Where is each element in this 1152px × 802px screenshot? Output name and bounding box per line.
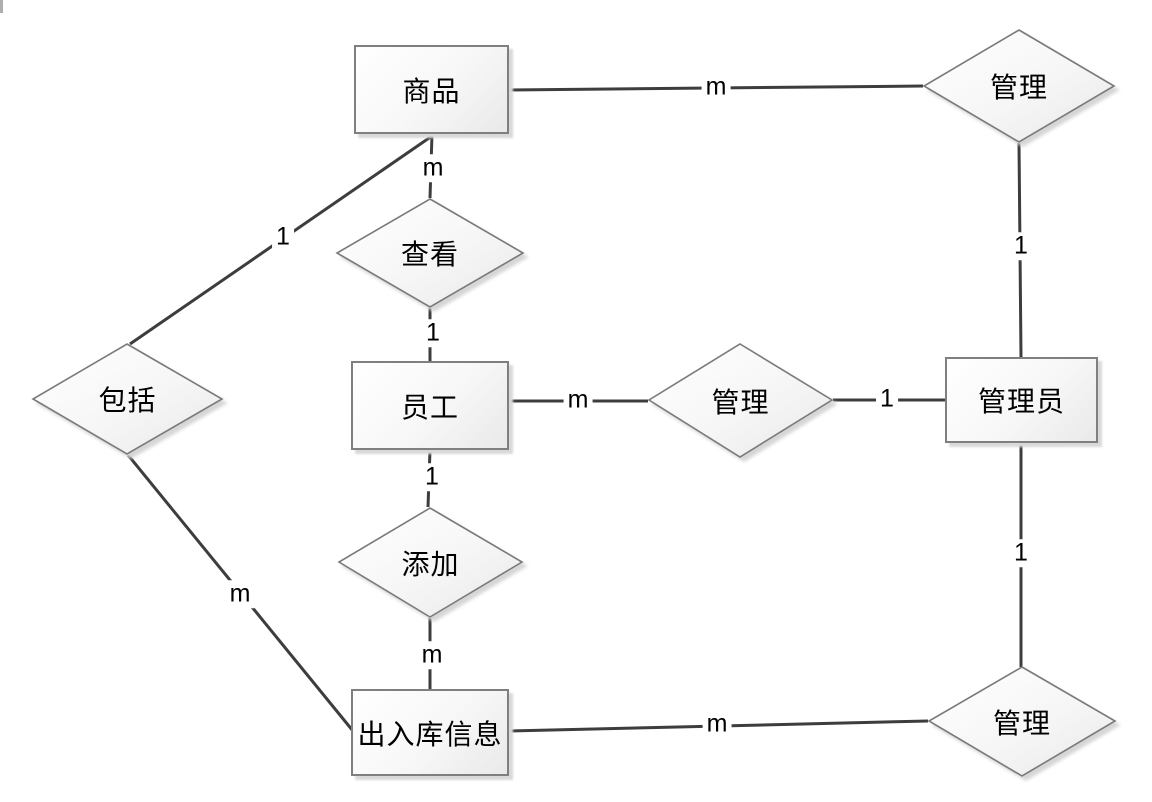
entity-product: 商品 [354, 45, 509, 134]
relationship-manage-bottom: 管理 [927, 666, 1117, 777]
cardinality-employee-manage-middle: m [563, 386, 593, 414]
screen-edge-artifact [0, 0, 3, 13]
relationship-manage-top: 管理 [922, 29, 1116, 143]
entity-employee-label: 员工 [400, 391, 459, 423]
relationship-manage-top-label: 管理 [989, 72, 1048, 103]
entity-stock-record: 出入库信息 [351, 689, 509, 776]
relationship-view-label: 查看 [400, 239, 459, 270]
entity-employee: 员工 [351, 361, 509, 450]
cardinality-view-employee: 1 [422, 319, 444, 347]
diamond-shape [31, 343, 224, 455]
cardinality-stock-record-manage-bottom: m [702, 710, 732, 738]
relationship-view: 查看 [335, 198, 525, 308]
relationship-add-label: 添加 [401, 548, 460, 580]
cardinality-manage-middle-administrator: 1 [876, 385, 898, 413]
diamond-shape [647, 343, 834, 458]
entity-product-label: 商品 [402, 75, 461, 107]
relationship-include: 包括 [31, 343, 224, 455]
entity-administrator-label: 管理员 [977, 386, 1065, 417]
diamond-shape [337, 507, 524, 618]
entity-administrator: 管理员 [945, 357, 1098, 443]
cardinality-employee-add: 1 [421, 463, 443, 491]
cardinality-add-stock-record: m [417, 641, 447, 669]
entity-stock-record-label: 出入库信息 [357, 718, 503, 750]
cardinality-administrator-manage-bottom: 1 [1010, 539, 1032, 567]
relationship-include-label: 包括 [98, 385, 157, 416]
relationship-add: 添加 [337, 507, 524, 618]
cardinality-product-manage-top: m [701, 73, 731, 101]
relationship-manage-bottom-label: 管理 [992, 707, 1051, 739]
diamond-shape [922, 29, 1116, 143]
cardinality-include-stock-record: m [225, 580, 255, 608]
cardinality-product-view: m [418, 154, 448, 182]
diamond-shape [927, 666, 1117, 777]
cardinality-manage-top-administrator: 1 [1010, 232, 1032, 260]
relationship-manage-middle-label: 管理 [711, 386, 770, 418]
cardinality-product-include: 1 [272, 223, 294, 251]
relationship-manage-middle: 管理 [647, 343, 834, 458]
